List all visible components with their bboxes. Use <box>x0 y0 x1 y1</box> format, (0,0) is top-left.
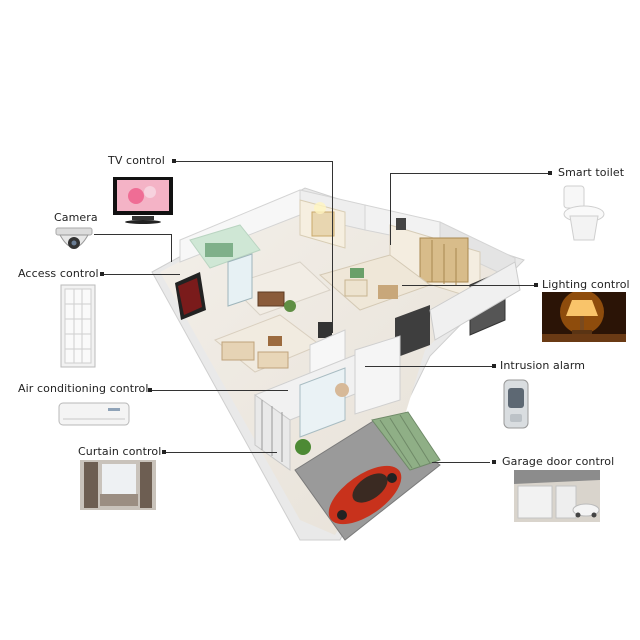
toilet-connector-vertical <box>390 173 391 245</box>
camera-connector-drop <box>171 234 172 262</box>
curtain-bullet <box>162 450 166 454</box>
tv-bullet <box>172 159 176 163</box>
access-control-label: Access control <box>18 267 99 280</box>
aircon-bullet <box>148 388 152 392</box>
intrusion-sensor-image <box>503 379 529 429</box>
intrusion-connector <box>365 366 493 367</box>
camera-connector <box>94 234 172 235</box>
smart-toilet-image <box>563 185 605 241</box>
garage-door-image <box>514 470 600 522</box>
air-conditioner-image <box>58 402 130 426</box>
smart-toilet-label: Smart toilet <box>558 166 625 179</box>
curtain-connector <box>165 452 277 453</box>
lighting-connector <box>402 285 535 286</box>
aircon-control-label: Air conditioning control <box>18 382 149 395</box>
tv-control-label: TV control <box>108 154 165 167</box>
lighting-image <box>542 292 626 342</box>
intrusion-bullet <box>492 364 496 368</box>
tv-image <box>113 177 173 224</box>
curtain-room-image <box>80 460 156 510</box>
garage-bullet <box>492 460 496 464</box>
garage-door-control-label: Garage door control <box>502 455 615 468</box>
lighting-control-label: Lighting control <box>542 278 630 291</box>
toilet-bullet <box>548 171 552 175</box>
toilet-connector <box>390 173 550 174</box>
lighting-bullet <box>534 283 538 287</box>
aircon-connector <box>148 390 288 391</box>
curtain-control-label: Curtain control <box>78 445 162 458</box>
tv-connector <box>175 161 333 162</box>
camera-image <box>55 227 93 249</box>
camera-label: Camera <box>54 211 98 224</box>
intrusion-alarm-label: Intrusion alarm <box>500 359 586 372</box>
tv-connector-vertical <box>332 161 333 333</box>
access-door-image <box>60 284 96 368</box>
access-bullet <box>100 272 104 276</box>
access-connector <box>100 274 180 275</box>
garage-connector <box>432 462 490 463</box>
